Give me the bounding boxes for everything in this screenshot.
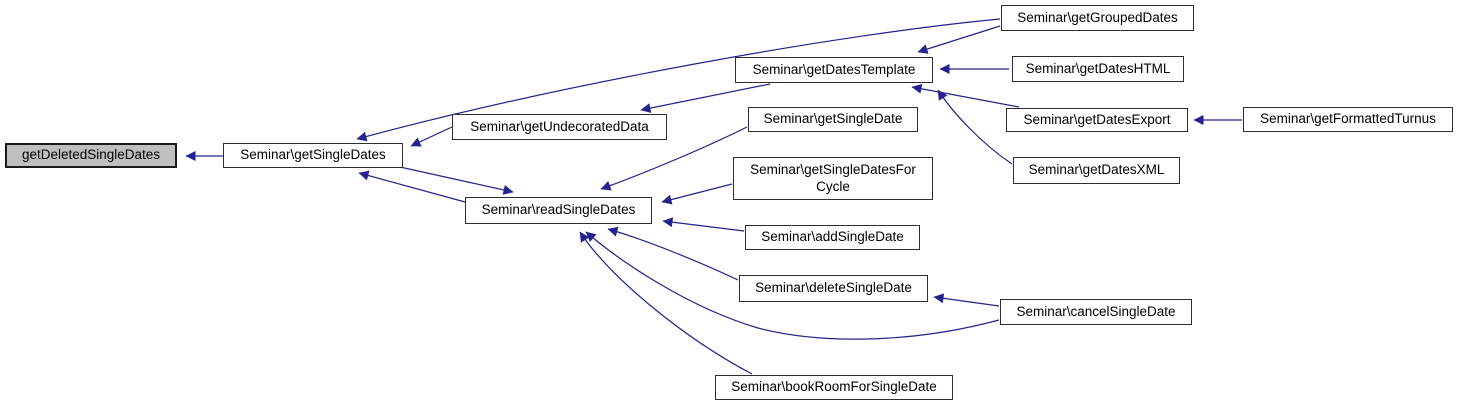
edge-getSingleDatesForCycle-to-readSingleDates — [661, 183, 733, 205]
node-seminar-getSingleDate[interactable]: Seminar\getSingleDate — [748, 107, 918, 132]
edge-deleteSingleDate-to-readSingleDates — [607, 226, 739, 281]
edge-getUndecoratedData-to-getSingleDates — [410, 126, 453, 147]
edge-getDatesExport-to-getDatesTemplate — [911, 83, 1020, 108]
edge-getGroupedDates-to-getDatesTemplate — [917, 25, 1001, 54]
node-seminar-getSingleDates[interactable]: Seminar\getSingleDates — [223, 143, 403, 168]
edge-bookRoomForSingleDate-to-readSingleDates — [579, 231, 753, 375]
edge-readSingleDates-to-getSingleDates — [358, 170, 466, 203]
node-seminar-getDatesXML[interactable]: Seminar\getDatesXML — [1013, 157, 1180, 184]
node-seminar-getDatesTemplate[interactable]: Seminar\getDatesTemplate — [735, 57, 933, 83]
node-seminar-addSingleDate[interactable]: Seminar\addSingleDate — [745, 225, 920, 250]
node-seminar-readSingleDates[interactable]: Seminar\readSingleDates — [465, 197, 652, 224]
node-seminar-deleteSingleDate[interactable]: Seminar\deleteSingleDate — [739, 275, 928, 302]
node-seminar-getDatesHTML[interactable]: Seminar\getDatesHTML — [1012, 56, 1184, 82]
edge-addSingleDate-to-readSingleDates — [662, 217, 745, 232]
node-getDeletedSingleDates: getDeletedSingleDates — [5, 143, 177, 168]
edge-getSingleDates-to-readSingleDates — [399, 166, 514, 195]
edge-cancelSingleDate-to-deleteSingleDate — [933, 293, 1000, 307]
node-seminar-getSingleDatesForCycle[interactable]: Seminar\getSingleDatesFor Cycle — [733, 157, 933, 200]
node-seminar-getDatesExport[interactable]: Seminar\getDatesExport — [1006, 108, 1188, 132]
edge-getDatesXML-to-getDatesTemplate — [937, 89, 1013, 165]
node-seminar-bookRoomForSingleDate[interactable]: Seminar\bookRoomForSingleDate — [715, 375, 953, 400]
node-seminar-cancelSingleDate[interactable]: Seminar\cancelSingleDate — [1000, 299, 1192, 325]
node-seminar-getFormattedTurnus[interactable]: Seminar\getFormattedTurnus — [1243, 107, 1453, 132]
node-seminar-getUndecoratedData[interactable]: Seminar\getUndecoratedData — [452, 114, 667, 140]
node-seminar-getGroupedDates[interactable]: Seminar\getGroupedDates — [1001, 5, 1194, 31]
